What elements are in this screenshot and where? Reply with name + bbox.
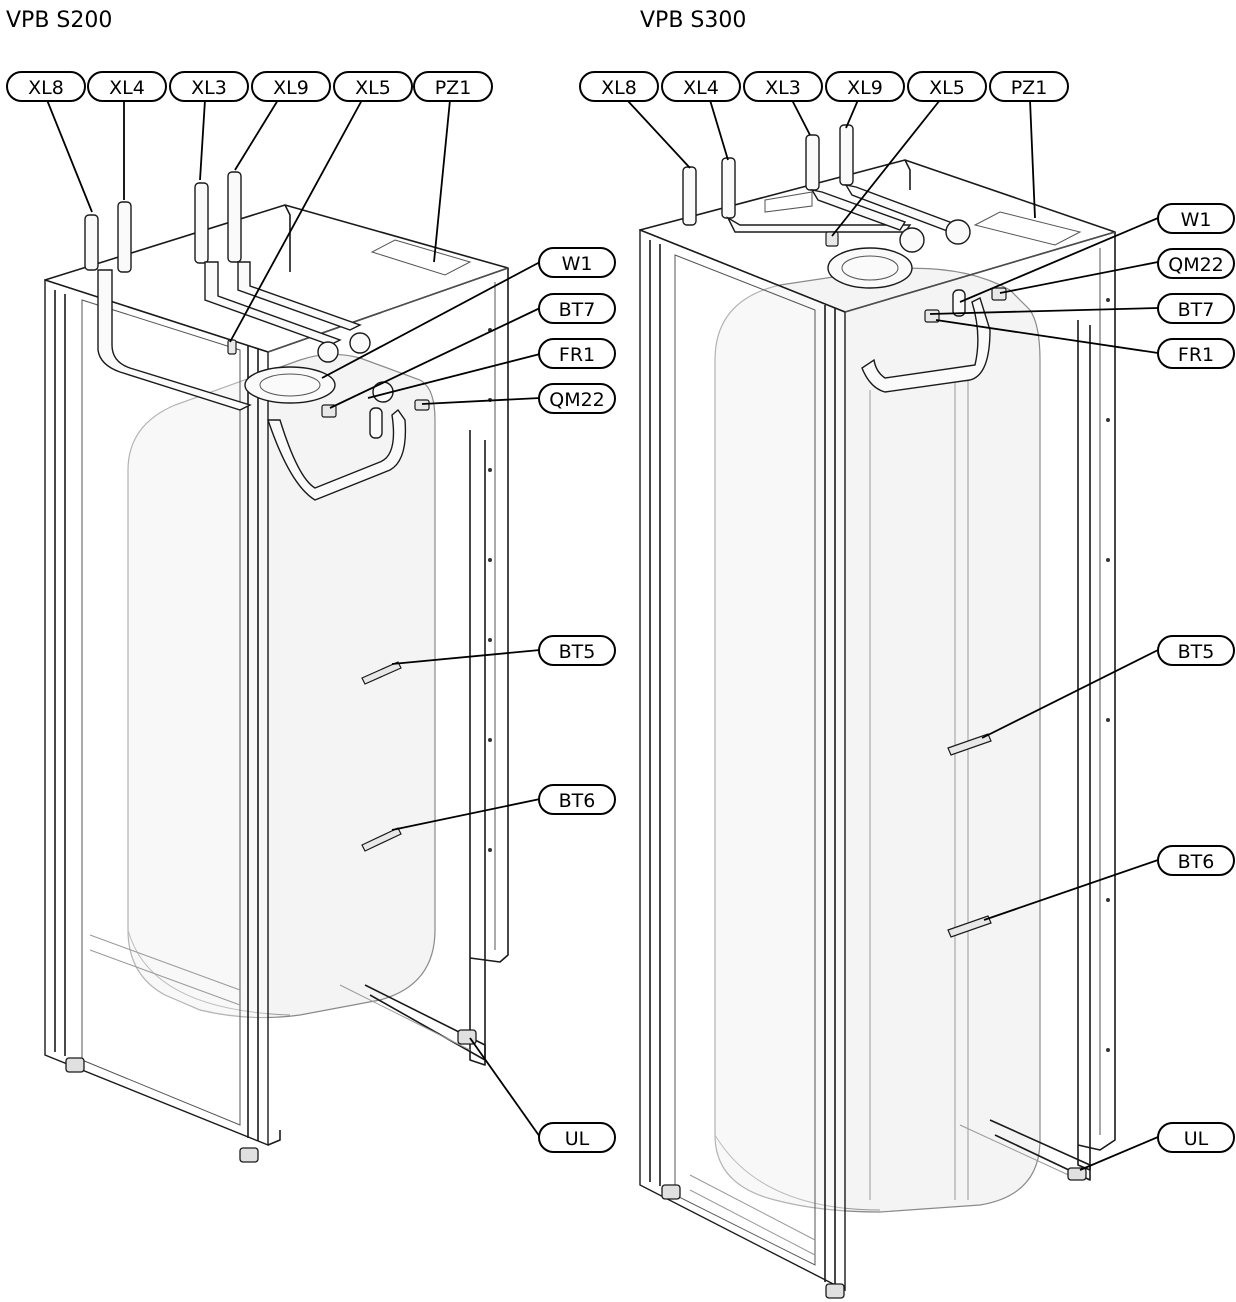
sensor-bt6-right bbox=[947, 915, 992, 938]
callout-label: BT7 bbox=[1178, 299, 1215, 321]
callout-ul-left: UL bbox=[538, 1122, 616, 1153]
sensor-bt6-left bbox=[361, 827, 402, 852]
callout-label: PZ1 bbox=[1011, 77, 1048, 99]
callout-label: QM22 bbox=[1168, 254, 1224, 276]
sensor-bt5-right bbox=[947, 733, 992, 756]
callout-qm22-right: QM22 bbox=[1157, 248, 1235, 279]
callout-label: XL5 bbox=[929, 77, 965, 99]
foot-right-1 bbox=[661, 1184, 681, 1200]
callout-label: XL3 bbox=[765, 77, 801, 99]
callout-xl3-right: XL3 bbox=[743, 71, 823, 102]
pipe-xl4-left bbox=[117, 201, 132, 273]
callout-label: W1 bbox=[1181, 209, 1212, 231]
callout-label: UL bbox=[1184, 1128, 1209, 1150]
callout-bt6-left: BT6 bbox=[538, 784, 616, 815]
callout-xl9-left: XL9 bbox=[251, 71, 331, 102]
callout-label: FR1 bbox=[559, 344, 595, 366]
callout-label: XL8 bbox=[28, 77, 64, 99]
callout-xl5-left: XL5 bbox=[333, 71, 413, 102]
callout-xl4-left: XL4 bbox=[87, 71, 167, 102]
callout-label: QM22 bbox=[549, 389, 605, 411]
front-door-left bbox=[44, 279, 269, 1147]
callout-xl9-right: XL9 bbox=[825, 71, 905, 102]
callout-xl3-left: XL3 bbox=[169, 71, 249, 102]
callout-xl8-left: XL8 bbox=[6, 71, 86, 102]
callout-pz1-left: PZ1 bbox=[413, 71, 493, 102]
pipe-xl3-left bbox=[194, 182, 209, 264]
pipe-xl8-left bbox=[84, 214, 99, 271]
front-door-right bbox=[639, 228, 846, 1292]
tank-body-right bbox=[714, 267, 1041, 1213]
pipe-xl3-right bbox=[805, 134, 820, 191]
callout-label: BT7 bbox=[559, 299, 596, 321]
leader-lines bbox=[46, 99, 1159, 1171]
title-vpb-s200: VPB S200 bbox=[6, 8, 112, 33]
callout-pz1-right: PZ1 bbox=[989, 71, 1069, 102]
foot-right-3 bbox=[1067, 1167, 1087, 1181]
callout-xl5-right: XL5 bbox=[907, 71, 987, 102]
callout-w1-right: W1 bbox=[1157, 203, 1235, 234]
callout-label: XL5 bbox=[355, 77, 391, 99]
callout-label: BT6 bbox=[1178, 851, 1215, 873]
callout-label: UL bbox=[565, 1128, 590, 1150]
foot-left-1 bbox=[65, 1057, 85, 1073]
callout-w1-left: W1 bbox=[538, 247, 616, 278]
callout-label: XL4 bbox=[109, 77, 145, 99]
callout-label: XL3 bbox=[191, 77, 227, 99]
callout-bt7-right: BT7 bbox=[1157, 293, 1235, 324]
callout-label: PZ1 bbox=[435, 77, 472, 99]
callout-label: XL9 bbox=[273, 77, 309, 99]
unit-vpb-s200-drawing bbox=[44, 171, 509, 1163]
callout-label: W1 bbox=[562, 253, 593, 275]
callout-label: XL8 bbox=[601, 77, 637, 99]
callout-bt7-left: BT7 bbox=[538, 293, 616, 324]
callout-fr1-left: FR1 bbox=[538, 338, 616, 369]
pipe-xl9-right bbox=[839, 124, 854, 186]
callout-label: XL4 bbox=[683, 77, 719, 99]
callout-label: BT5 bbox=[559, 641, 596, 663]
pipe-xl9-left bbox=[227, 171, 242, 263]
callout-fr1-right: FR1 bbox=[1157, 338, 1235, 369]
callout-label: FR1 bbox=[1178, 344, 1214, 366]
callout-bt5-left: BT5 bbox=[538, 635, 616, 666]
foot-left-2 bbox=[239, 1147, 259, 1163]
sensor-bt5-left bbox=[361, 661, 402, 685]
callout-bt6-right: BT6 bbox=[1157, 845, 1235, 876]
callout-bt5-right: BT5 bbox=[1157, 635, 1235, 666]
callout-label: BT5 bbox=[1178, 641, 1215, 663]
callout-label: BT6 bbox=[559, 790, 596, 812]
callout-ul-right: UL bbox=[1157, 1122, 1235, 1153]
callout-xl8-right: XL8 bbox=[579, 71, 659, 102]
pipe-xl4-right bbox=[721, 157, 736, 219]
title-vpb-s300: VPB S300 bbox=[640, 8, 746, 33]
foot-right-2 bbox=[825, 1283, 845, 1299]
callout-xl4-right: XL4 bbox=[661, 71, 741, 102]
unit-vpb-s300-drawing bbox=[639, 124, 1116, 1299]
callout-label: XL9 bbox=[847, 77, 883, 99]
pipe-xl8-right bbox=[682, 166, 697, 226]
callout-qm22-left: QM22 bbox=[538, 383, 616, 414]
